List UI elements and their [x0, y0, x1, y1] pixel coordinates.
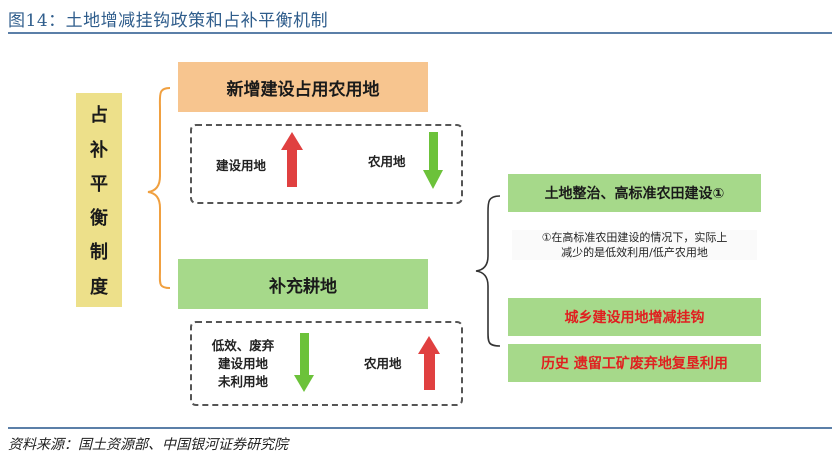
method-land-consolidation: 土地整治、高标准农田建设① — [508, 174, 761, 212]
source-land-labels: 低效、废弃 建设用地 未利用地 — [203, 337, 283, 391]
occupy-change-box — [190, 124, 463, 204]
side-label-char: 平 — [90, 173, 108, 195]
side-label-char: 制 — [90, 242, 108, 264]
construction-land-label: 建设用地 — [216, 158, 267, 173]
method-reclamation: 历史 遗留工矿废弃地复垦利用 — [508, 344, 761, 382]
side-label-char: 度 — [90, 276, 108, 298]
right-brace — [475, 195, 501, 347]
method-footnote: ①在高标准农田建设的情况下，实际上 减少的是低效利用/低产农用地 — [512, 230, 757, 260]
title-divider — [8, 32, 832, 34]
side-label-char: 衡 — [90, 208, 108, 230]
source-land-line: 低效、废弃 — [211, 338, 275, 353]
up-arrow-icon — [281, 132, 303, 187]
source-land-line: 未利用地 — [217, 374, 268, 389]
side-label-char: 补 — [90, 139, 108, 161]
up-arrow-icon — [418, 336, 440, 390]
side-label-char: 占 — [90, 105, 108, 127]
down-arrow-icon — [294, 333, 314, 392]
method-urban-rural-linkage: 城乡建设用地增减挂钩 — [508, 298, 761, 336]
source-divider — [8, 427, 832, 429]
supplement-change-box — [190, 321, 463, 406]
source-note: 资料来源：国土资源部、中国银河证券研究院 — [8, 437, 288, 453]
occupy-title-box: 新增建设占用农用地 — [178, 62, 428, 112]
footnote-line: ①在高标准农田建设的情况下，实际上 — [541, 231, 728, 244]
down-arrow-icon — [423, 132, 443, 189]
footnote-line: 减少的是低效利用/低产农用地 — [561, 246, 708, 259]
farmland-label: 农用地 — [368, 154, 406, 169]
farmland-label: 农用地 — [364, 356, 402, 371]
figure-title: 图14：土地增减挂钩政策和占补平衡机制 — [8, 11, 329, 31]
source-land-line: 建设用地 — [217, 356, 268, 371]
supplement-title-box: 补充耕地 — [178, 259, 428, 309]
side-label-box: 占 补 平 衡 制 度 — [76, 93, 122, 307]
left-brace — [147, 87, 171, 289]
